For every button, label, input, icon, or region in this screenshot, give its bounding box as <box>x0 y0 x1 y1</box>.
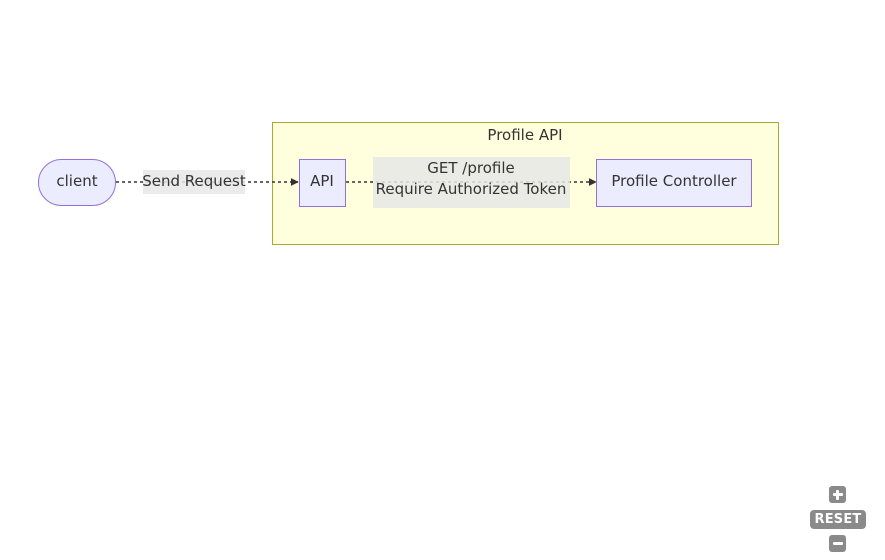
node-profile-controller[interactable]: Profile Controller <box>596 159 752 207</box>
node-api[interactable]: API <box>299 159 346 207</box>
edge-label-get-profile: GET /profile <box>427 159 514 177</box>
node-api-label: API <box>310 172 334 190</box>
reset-zoom-button[interactable]: RESET <box>810 510 866 529</box>
edge-label-send-request: Send Request <box>142 172 246 190</box>
edge-api-to-controller: GET /profile Require Authorized Token <box>346 157 597 208</box>
plus-icon <box>832 489 843 500</box>
edge-label-background <box>373 157 570 208</box>
edge-label-require-token: Require Authorized Token <box>376 180 567 198</box>
edge-label-background <box>143 170 245 194</box>
minus-icon <box>832 539 843 549</box>
node-profile-controller-label: Profile Controller <box>611 172 737 190</box>
zoom-in-button[interactable] <box>829 486 846 503</box>
subgraph-title: Profile API <box>487 126 562 144</box>
zoom-out-button[interactable] <box>829 535 846 552</box>
node-client[interactable]: client <box>38 159 116 206</box>
node-client-label: client <box>56 172 97 190</box>
zoom-controls: RESET <box>810 486 866 554</box>
edge-client-to-api: Send Request <box>116 170 299 194</box>
